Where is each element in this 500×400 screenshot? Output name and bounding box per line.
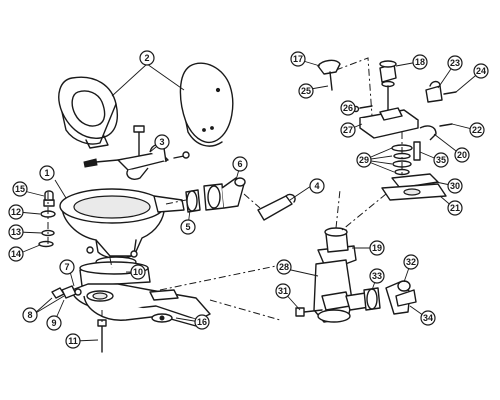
callout-3: 3 <box>154 134 170 150</box>
callout-19: 19 <box>369 240 385 256</box>
callout-2: 2 <box>139 50 155 66</box>
callout-10: 10 <box>130 264 146 280</box>
callout-1: 1 <box>39 165 55 181</box>
svg-text:12: 12 <box>11 207 21 217</box>
svg-text:29: 29 <box>359 155 369 165</box>
callout-24: 24 <box>473 63 489 79</box>
callout-34: 34 <box>420 310 436 326</box>
svg-text:23: 23 <box>450 58 460 68</box>
callout-4: 4 <box>309 178 325 194</box>
callout-6: 6 <box>232 156 248 172</box>
hinge-assembly <box>83 125 190 180</box>
callout-9: 9 <box>46 315 62 331</box>
callout-29: 29 <box>356 152 372 168</box>
callout-26: 26 <box>340 100 356 116</box>
svg-text:19: 19 <box>372 243 382 253</box>
callout-21: 21 <box>447 200 463 216</box>
callout-25: 25 <box>298 83 314 99</box>
svg-text:1: 1 <box>44 168 49 178</box>
svg-text:9: 9 <box>51 318 56 328</box>
svg-text:10: 10 <box>133 267 143 277</box>
svg-text:33: 33 <box>372 271 382 281</box>
callout-12: 12 <box>8 204 24 220</box>
callout-30: 30 <box>447 178 463 194</box>
toilet-seat <box>58 76 118 149</box>
callout-5: 5 <box>180 219 196 235</box>
inlet-fittings <box>165 177 296 221</box>
callout-8: 8 <box>22 307 38 323</box>
callout-17: 17 <box>290 51 306 67</box>
callout-28: 28 <box>276 259 292 275</box>
callout-13: 13 <box>8 224 24 240</box>
pump-base-assembly <box>51 257 211 353</box>
svg-text:27: 27 <box>343 125 353 135</box>
connector-line-joker <box>159 265 277 291</box>
svg-text:28: 28 <box>279 262 289 272</box>
connector-line-base <box>209 299 281 321</box>
svg-text:18: 18 <box>415 57 425 67</box>
svg-text:31: 31 <box>278 286 288 296</box>
callout-32: 32 <box>403 254 419 270</box>
callout-31: 31 <box>275 283 291 299</box>
callout-15: 15 <box>12 181 28 197</box>
svg-text:17: 17 <box>293 54 303 64</box>
svg-text:14: 14 <box>11 249 21 259</box>
svg-text:20: 20 <box>457 150 467 160</box>
pump-top-assembly <box>317 57 457 231</box>
svg-text:21: 21 <box>450 203 460 213</box>
callout-20: 20 <box>454 147 470 163</box>
toilet-bowl <box>59 188 185 268</box>
svg-text:5: 5 <box>185 222 190 232</box>
outlet-fittings <box>363 280 417 315</box>
callout-7: 7 <box>59 259 75 275</box>
callout-22: 22 <box>469 122 485 138</box>
svg-text:15: 15 <box>15 184 25 194</box>
callout-23: 23 <box>447 55 463 71</box>
svg-text:16: 16 <box>197 317 207 327</box>
svg-text:4: 4 <box>314 181 319 191</box>
svg-text:11: 11 <box>68 336 78 346</box>
svg-text:30: 30 <box>450 181 460 191</box>
callout-11: 11 <box>65 333 81 349</box>
svg-text:8: 8 <box>27 310 32 320</box>
pump-body <box>295 189 377 323</box>
toilet-lid <box>179 62 234 147</box>
svg-text:13: 13 <box>11 227 21 237</box>
svg-text:7: 7 <box>64 262 69 272</box>
svg-text:32: 32 <box>406 257 416 267</box>
callout-33: 33 <box>369 268 385 284</box>
svg-text:6: 6 <box>237 159 242 169</box>
callout-27: 27 <box>340 122 356 138</box>
svg-text:24: 24 <box>476 66 486 76</box>
callout-14: 14 <box>8 246 24 262</box>
svg-text:3: 3 <box>159 137 164 147</box>
svg-text:35: 35 <box>436 155 446 165</box>
left-fasteners <box>38 190 56 248</box>
svg-text:34: 34 <box>423 313 433 323</box>
callout-18: 18 <box>412 54 428 70</box>
svg-text:2: 2 <box>144 53 149 63</box>
svg-text:26: 26 <box>343 103 353 113</box>
callout-16: 16 <box>194 314 210 330</box>
callout-35: 35 <box>433 152 449 168</box>
svg-text:25: 25 <box>301 86 311 96</box>
svg-text:22: 22 <box>472 125 482 135</box>
